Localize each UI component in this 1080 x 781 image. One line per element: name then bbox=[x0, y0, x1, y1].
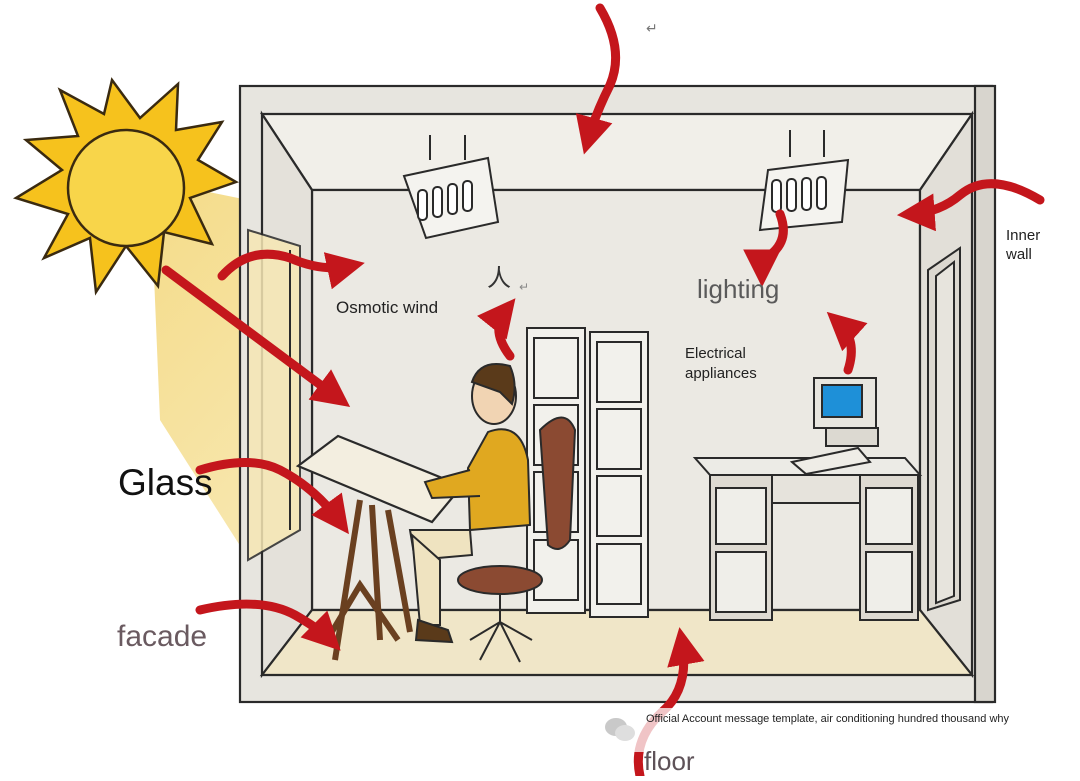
label-glass: Glass bbox=[118, 462, 213, 503]
watermark-bar bbox=[596, 708, 1056, 752]
wechat-icon bbox=[605, 718, 635, 741]
drafting-table bbox=[295, 434, 464, 661]
heat-arrow-icon bbox=[217, 249, 365, 290]
office-desk bbox=[692, 457, 923, 621]
heat-arrow-icon bbox=[826, 311, 868, 375]
ceiling-light-icon bbox=[402, 135, 500, 240]
label-lighting: lighting bbox=[697, 274, 780, 304]
label-floor: floor bbox=[644, 746, 695, 776]
label-electrical-appliances: Electrical appliances bbox=[685, 345, 757, 382]
person-icon bbox=[408, 363, 532, 644]
label-osmotic-wind: Osmotic wind bbox=[336, 298, 439, 317]
heat-arrow-icon bbox=[575, 3, 621, 155]
computer-icon bbox=[789, 377, 879, 476]
watermark-text: Official Account message template, air c… bbox=[646, 713, 1010, 725]
sun-icon bbox=[12, 77, 239, 296]
label-inner-wall: Inner wall bbox=[1006, 227, 1041, 263]
heat-arrows bbox=[161, 3, 1045, 781]
label-person: 人 bbox=[487, 265, 511, 292]
door bbox=[927, 246, 961, 612]
heat-arrow-icon bbox=[743, 209, 788, 288]
window-glass bbox=[247, 228, 301, 562]
return-mark-small: ↵ bbox=[519, 280, 530, 294]
return-mark: ↵ bbox=[646, 20, 658, 36]
office-chair bbox=[457, 416, 577, 663]
label-facade: facade bbox=[117, 620, 208, 653]
heat-arrow-icon bbox=[195, 599, 341, 651]
heat-arrow-icon bbox=[195, 458, 349, 535]
heat-arrow-icon bbox=[896, 179, 1045, 232]
heat-arrow-icon bbox=[161, 265, 351, 408]
heat-arrow-icon bbox=[477, 298, 516, 361]
